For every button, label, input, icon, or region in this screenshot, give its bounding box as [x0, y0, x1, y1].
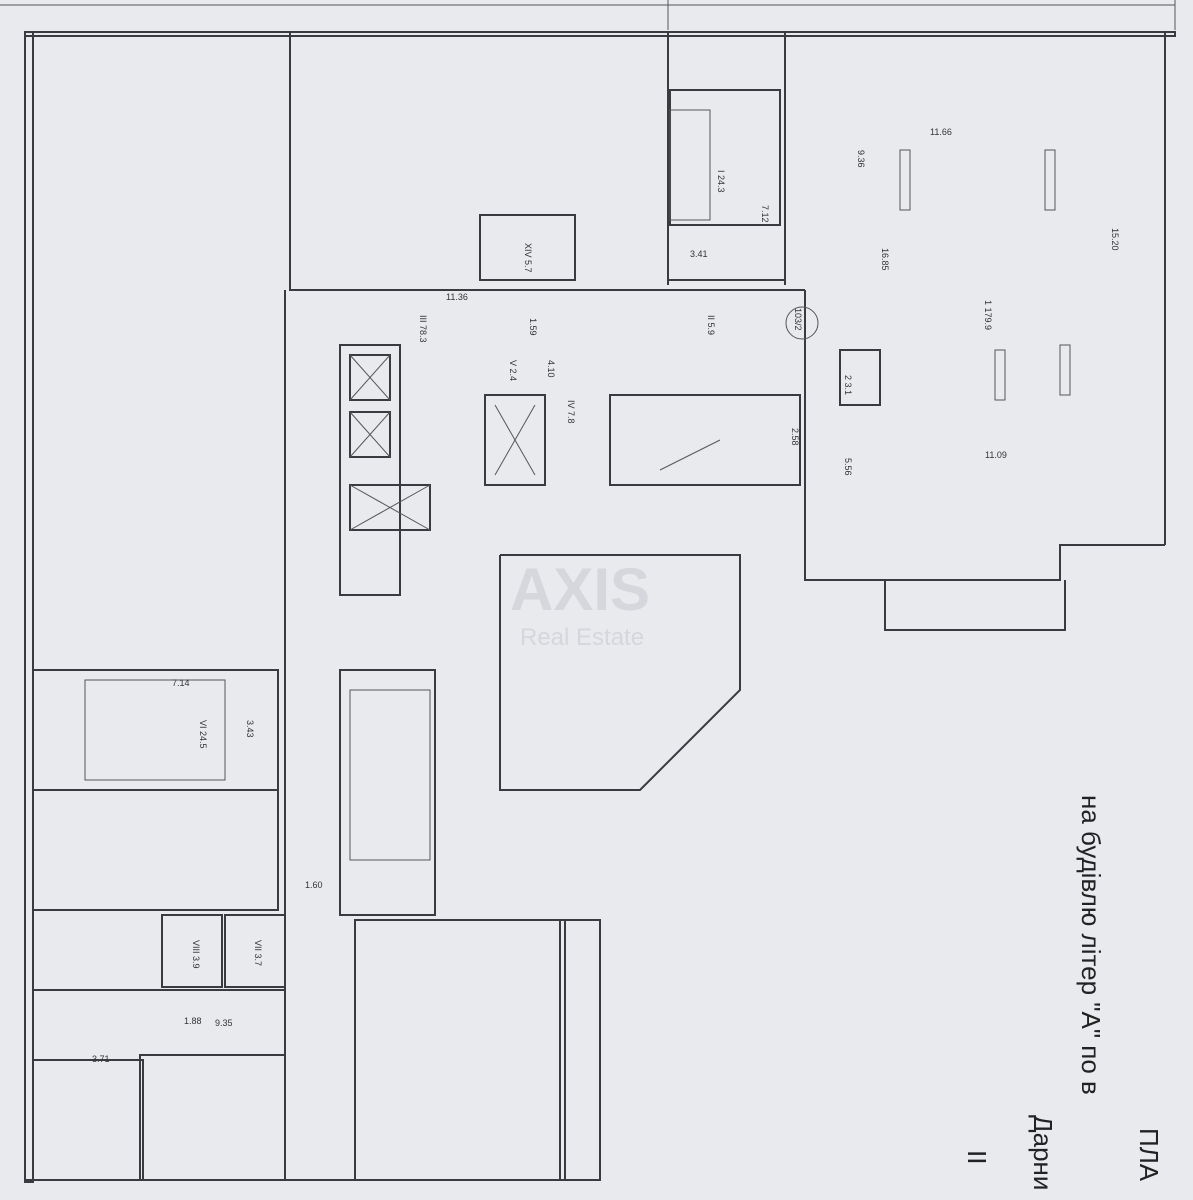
room-label: 5.56: [843, 458, 853, 476]
room-label: III 78.3: [418, 315, 428, 343]
room-label: VII 3.7: [253, 940, 263, 966]
watermark-brand: AXIS: [510, 556, 650, 623]
room-label: 9.35: [215, 1018, 233, 1028]
room-label: 1.88: [184, 1016, 202, 1026]
room-label: 2.58: [790, 428, 800, 446]
plan-title: ПЛА на будівлю літер "А" по в Дарни II: [962, 795, 1164, 1190]
room-label: 3.43: [245, 720, 255, 738]
room-label: VIII 3.9: [191, 940, 201, 969]
room-label: VI 24.5: [198, 720, 208, 749]
room-label: I 24.3: [716, 170, 726, 193]
room-label: 7.12: [760, 205, 770, 223]
room-label: 11.36: [446, 292, 468, 302]
room-label: 11.09: [985, 450, 1007, 460]
room-label: 15.20: [1110, 228, 1120, 251]
room-label: V 2.4: [508, 360, 518, 381]
room-label: IV 7.8: [566, 400, 576, 424]
room-label: 9.36: [856, 150, 866, 168]
room-label: 16.85: [880, 248, 890, 271]
walls: [0, 0, 1176, 1183]
title-line-1: ПЛА: [1134, 1128, 1164, 1182]
room-label: 1.59: [528, 318, 538, 336]
room-label: 1 179.9: [983, 300, 993, 330]
room-label: 3.71: [92, 1054, 110, 1064]
room-labels: 11.66 9.36 I 24.3 7.12 3.41 16.85 15.20 1 179.9…: [92, 127, 1120, 1064]
title-line-4: II: [962, 1150, 992, 1164]
room-label: 4.10: [546, 360, 556, 378]
room-label: XIV 5.7: [523, 243, 533, 273]
room-label: 2 3.1: [843, 375, 853, 395]
watermark: AXIS Real Estate: [510, 556, 650, 651]
room-label: 3.41: [690, 249, 708, 259]
title-line-3: Дарни: [1028, 1115, 1058, 1190]
title-line-2: на будівлю літер "А" по в: [1076, 795, 1106, 1095]
plan-number: 103/2: [793, 308, 803, 331]
room-label: 7.14: [172, 678, 190, 688]
room-label: II 5.9: [706, 315, 716, 335]
room-label: 1.60: [305, 880, 323, 890]
room-label: 11.66: [930, 127, 952, 137]
watermark-sub: Real Estate: [520, 624, 644, 651]
stairs: [84, 109, 711, 861]
